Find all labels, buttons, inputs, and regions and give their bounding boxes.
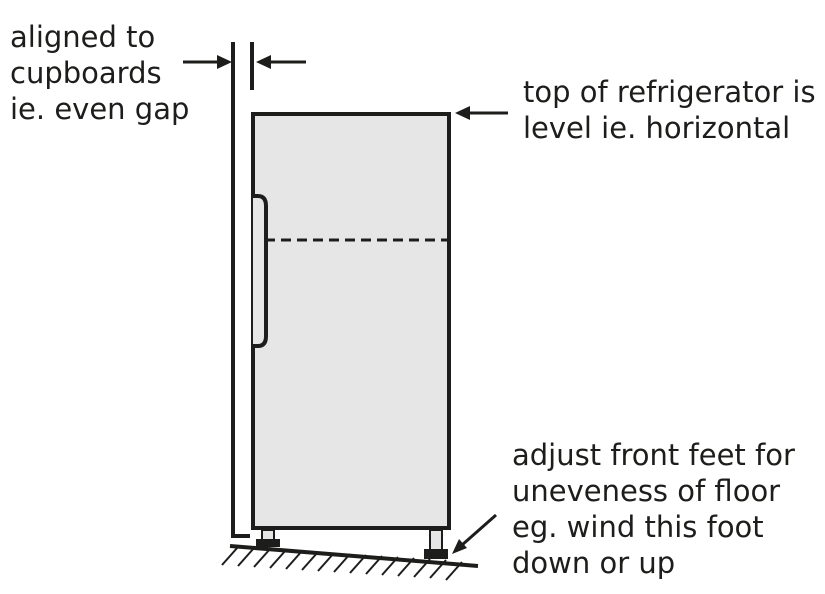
top-level-label: top of refrigerator is level ie. horizon… — [523, 74, 816, 146]
cupboard-side — [231, 42, 250, 538]
left-foot — [256, 529, 280, 547]
feet-label-line: uneveness of floor — [512, 474, 781, 508]
gap-label-line: aligned to — [10, 20, 156, 54]
right-adjustable-foot — [424, 529, 448, 559]
top-label-line: top of refrigerator is — [523, 75, 816, 109]
feet-adjust-label: adjust front feet for uneveness of floor… — [512, 437, 795, 581]
feet-label-line: down or up — [512, 546, 676, 580]
gap-left-arrow — [183, 55, 232, 69]
refrigerator-body — [251, 112, 451, 530]
gap-label-line: cupboards — [10, 56, 162, 90]
gap-right-arrow — [256, 55, 306, 69]
top-label-line: level ie. horizontal — [523, 111, 791, 145]
gap-label-line: ie. even gap — [10, 92, 190, 126]
top-level-arrow — [455, 106, 508, 120]
foot-arrow — [452, 513, 497, 554]
gap-alignment-label: aligned to cupboards ie. even gap — [10, 19, 189, 127]
feet-label-line: eg. wind this foot — [512, 510, 764, 544]
door-handle — [253, 194, 268, 348]
feet-label-line: adjust front feet for — [512, 438, 795, 472]
floor-line — [229, 544, 479, 568]
